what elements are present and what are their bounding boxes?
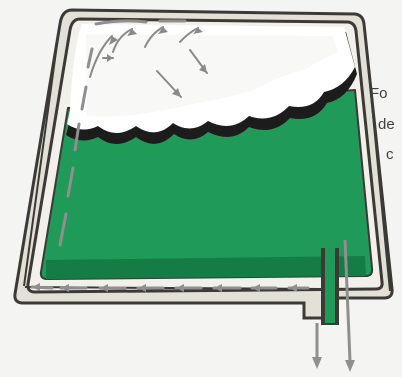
side-text-line-1: Fo xyxy=(370,86,402,101)
outlet-arrow-head xyxy=(345,360,355,372)
liquid-shadow xyxy=(46,256,366,279)
side-text-line-3: c xyxy=(386,147,402,162)
drain-arrow-head xyxy=(312,357,322,369)
outlet-pipe-fill xyxy=(325,248,335,323)
side-text-line-2: de xyxy=(378,117,402,132)
